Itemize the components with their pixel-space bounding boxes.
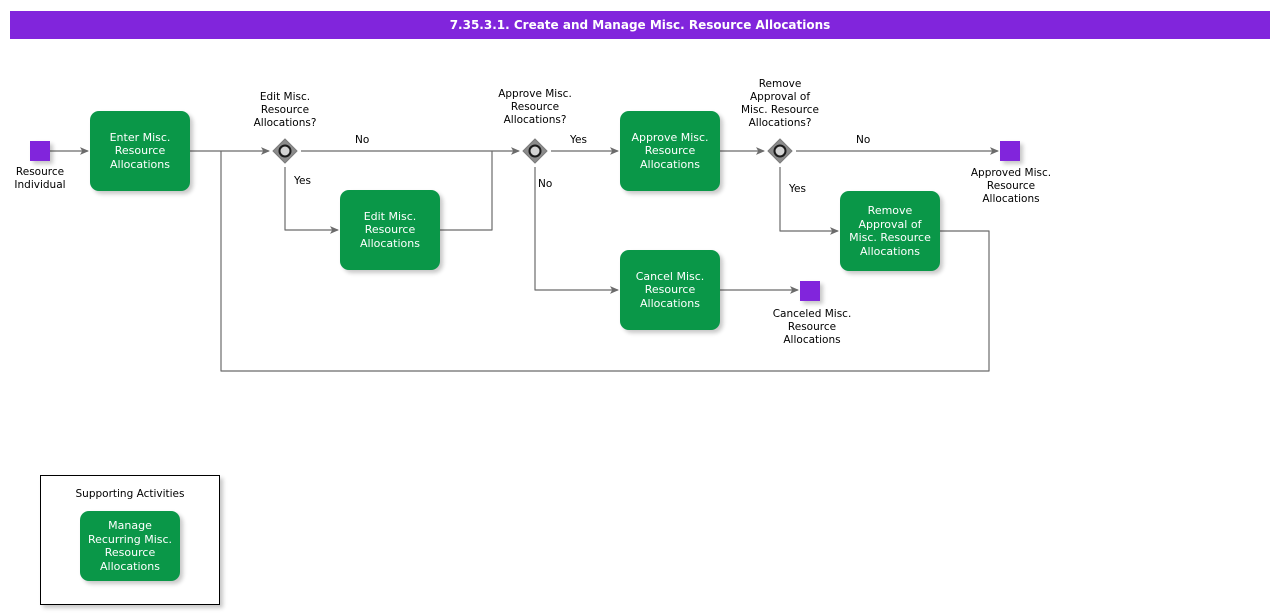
task-manage-recurring-misc-resource-allocations[interactable]: Manage Recurring Misc. Resource Allocati…	[80, 511, 180, 581]
task-label: Enter Misc. Resource Allocations	[109, 130, 171, 171]
gateway-edit-label: Edit Misc. Resource Allocations?	[253, 91, 317, 129]
flow-label-remove-no: No	[856, 134, 871, 146]
task-label: Cancel Misc. Resource Allocations	[635, 269, 705, 310]
task-label: Remove Approval of Misc. Resource Alloca…	[849, 204, 931, 258]
gateway-diamond-icon	[767, 138, 793, 164]
flow-gw-remove-yes	[779, 167, 839, 235]
flow-label-edit-no: No	[355, 134, 370, 146]
flow-gw-edit-yes	[284, 167, 339, 234]
task-cancel-misc-resource-allocations[interactable]: Cancel Misc. Resource Allocations	[620, 250, 720, 330]
task-remove-approval-of-misc-resource-allocations[interactable]: Remove Approval of Misc. Resource Alloca…	[840, 191, 940, 271]
task-edit-misc-resource-allocations[interactable]: Edit Misc. Resource Allocations	[340, 190, 440, 270]
gateway-remove-approval[interactable]	[765, 136, 795, 166]
flow-label-edit-yes: Yes	[294, 175, 311, 187]
supporting-activities-title: Supporting Activities	[75, 488, 185, 500]
end-event-approved[interactable]	[1000, 141, 1020, 161]
flow-edit-back-to-gw-approve	[440, 151, 493, 231]
end-event-canceled-label: Canceled Misc. Resource Allocations	[772, 308, 852, 346]
gateway-approve[interactable]	[520, 136, 550, 166]
task-label: Edit Misc. Resource Allocations	[360, 209, 420, 250]
gateway-approve-label: Approve Misc. Resource Allocations?	[498, 88, 572, 126]
task-approve-misc-resource-allocations[interactable]: Approve Misc. Resource Allocations	[620, 111, 720, 191]
task-label: Approve Misc. Resource Allocations	[631, 130, 709, 171]
flow-label-approve-yes: Yes	[570, 134, 587, 146]
gateway-diamond-icon	[522, 138, 548, 164]
task-label: Manage Recurring Misc. Resource Allocati…	[87, 519, 173, 573]
flow-label-remove-yes: Yes	[789, 183, 806, 195]
start-event-label: Resource Individual	[14, 166, 66, 191]
start-event-resource-individual[interactable]	[30, 141, 50, 161]
end-event-canceled[interactable]	[800, 281, 820, 301]
gateway-diamond-icon	[272, 138, 298, 164]
task-enter-misc-resource-allocations[interactable]: Enter Misc. Resource Allocations	[90, 111, 190, 191]
flow-label-approve-no: No	[538, 178, 553, 190]
gateway-edit[interactable]	[270, 136, 300, 166]
end-event-approved-label: Approved Misc. Resource Allocations	[970, 167, 1052, 205]
gateway-remove-approval-label: Remove Approval of Misc. Resource Alloca…	[740, 78, 820, 129]
page-title: 7.35.3.1. Create and Manage Misc. Resour…	[10, 11, 1270, 39]
